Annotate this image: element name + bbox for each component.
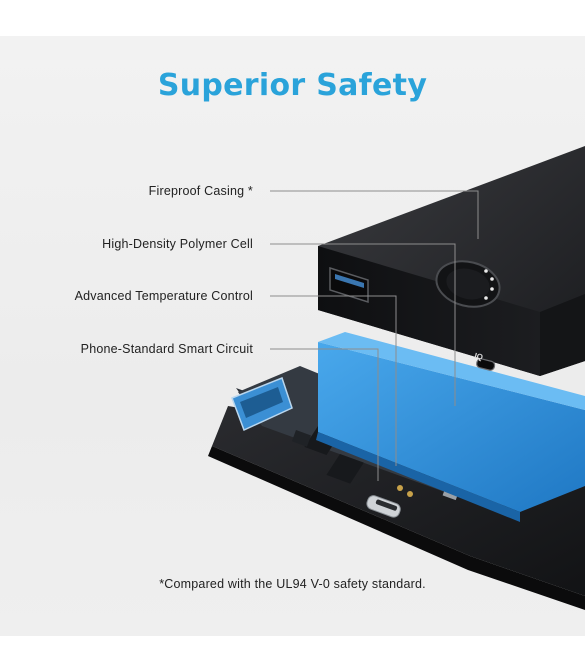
- port-marking: IQ: [474, 351, 484, 362]
- footnote: *Compared with the UL94 V-0 safety stand…: [159, 577, 426, 591]
- label-smart-circuit: Phone-Standard Smart Circuit: [80, 342, 253, 356]
- label-fireproof-casing: Fireproof Casing *: [148, 184, 253, 198]
- label-polymer-cell: High-Density Polymer Cell: [102, 237, 253, 251]
- label-temperature-control: Advanced Temperature Control: [74, 289, 253, 303]
- power-bank-exploded-view: IQ: [208, 146, 585, 610]
- leader-lines: [270, 190, 479, 481]
- polymer-cell: [316, 332, 585, 522]
- page-title: Superior Safety: [157, 68, 428, 103]
- top-casing: [318, 146, 585, 376]
- product-banner: Superior Safety: [0, 36, 585, 636]
